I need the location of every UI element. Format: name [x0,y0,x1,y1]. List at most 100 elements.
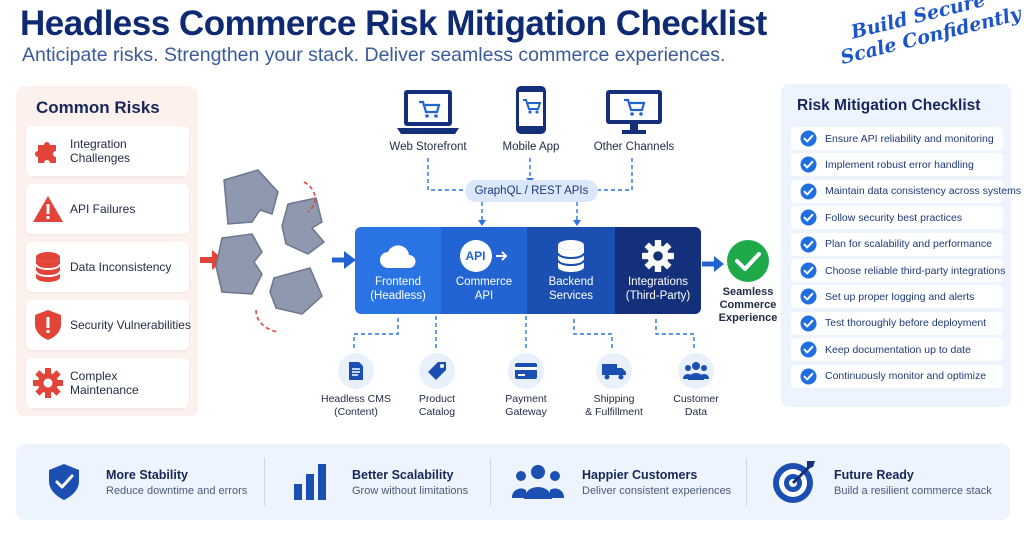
check-circle-icon [791,183,825,200]
checklist-item: Maintain data consistency across systems [791,179,1021,203]
service-line-1: Payment [505,393,547,405]
checklist-item-label: Implement robust error handling [825,158,974,171]
shield-alert-icon [26,300,70,350]
checklist-item-label: Ensure API reliability and monitoring [825,132,994,145]
outcome-arrow-and-check [702,240,769,282]
block-line-2: Services [548,289,594,302]
benefit-title: Better Scalability [352,467,454,482]
risk-label: Integration Challenges [70,136,131,165]
block-commerce-api: API Commerce API [441,227,527,314]
database-icon [556,238,586,274]
benefit-divider [264,458,265,506]
risk-label: Security Vulnerabilities [70,317,191,332]
benefit-title: Future Ready [834,467,914,482]
block-frontend-headless: Frontend (Headless) [355,227,441,314]
checklist-title: Risk Mitigation Checklist [797,97,981,114]
service-line-1: Customer [673,393,719,405]
service-connectors [353,316,695,348]
common-risks-panel: Common Risks Integration Challenges API … [16,86,198,416]
benefit-title: More Stability [106,467,188,482]
gear-icon [641,238,675,274]
users-icon [510,464,566,500]
channel-other-channels: Other Channels [592,88,676,153]
checklist-item: Test thoroughly before deployment [791,311,1003,335]
puzzle-icon [26,126,70,176]
block-integrations-third-party: Integrations (Third-Party) [615,227,701,314]
benefit-divider [490,458,491,506]
benefit-subtitle: Reduce downtime and errors [106,484,248,497]
gear-icon [26,358,70,408]
benefit-divider [746,458,747,506]
shield-check-icon [36,463,92,501]
monitor-cart-icon [592,88,676,139]
card-icon [508,353,544,389]
service-headless-cms: Headless CMS (Content) [316,353,396,418]
service-line-2: Gateway [505,405,547,418]
check-circle-icon [791,288,825,305]
check-circle-icon [791,156,825,173]
checklist-item: Set up proper logging and alerts [791,285,1003,309]
service-line-2: (Content) [334,405,378,418]
benefit-subtitle: Deliver consistent experiences [582,484,732,497]
check-circle-icon [791,341,825,358]
check-circle-icon [791,130,825,147]
service-payment-gateway: Payment Gateway [486,353,566,418]
api-badge: API [459,239,492,272]
tagline: Build Secure Scale Confidently [833,0,1023,70]
checklist-item: Ensure API reliability and monitoring [791,127,1003,150]
channel-label: Other Channels [593,141,675,153]
phone-cart-icon [495,84,567,139]
service-line-2: Catalog [418,405,456,418]
benefit-title: Happier Customers [582,467,698,482]
service-line-1: Shipping [593,393,635,405]
bar-chart-icon [282,462,338,502]
service-line-1: Product [418,393,456,405]
broken-puzzle-illustration [200,169,356,333]
checklist-item-label: Continuously monitor and optimize [825,370,987,383]
risk-complex-maintenance: Complex Maintenance [26,358,189,408]
block-line-2: API [474,289,494,302]
checklist-item: Follow security best practices [791,206,1003,230]
channel-label: Web Storefront [389,141,467,153]
success-check-icon [727,240,769,282]
checklist-item: Plan for scalability and performance [791,232,1003,256]
block-line-1: Backend [548,275,594,288]
benefit-better-scalability: Better Scalability Grow without limitati… [282,444,468,520]
document-icon [338,353,374,389]
laptop-cart-icon [388,88,468,139]
risk-mitigation-checklist-panel: Risk Mitigation Checklist Ensure API rel… [781,84,1021,407]
tag-icon [419,353,455,389]
block-line-1: Commerce [455,275,513,288]
block-line-2: (Headless) [370,289,426,302]
warning-icon [26,184,70,234]
cloud-icon [378,238,418,274]
service-line-1: Headless CMS [320,393,392,405]
benefit-more-stability: More Stability Reduce downtime and error… [36,444,247,520]
checklist-item-label: Maintain data consistency across systems [825,185,1022,198]
check-circle-icon [791,315,825,332]
benefits-bar: More Stability Reduce downtime and error… [16,444,1010,520]
channel-web-storefront: Web Storefront [388,88,468,153]
outcome-line-1: Seamless [722,286,774,298]
checklist-item: Continuously monitor and optimize [791,364,1003,388]
service-line-2: & Fulfillment [585,405,643,418]
api-icon: API [459,238,509,274]
checklist-item-label: Set up proper logging and alerts [825,290,975,303]
checklist-item-label: Keep documentation up to date [825,343,971,356]
risk-label: Data Inconsistency [70,259,172,274]
risk-data-inconsistency: Data Inconsistency [26,242,189,292]
checklist-item-label: Plan for scalability and performance [825,238,992,251]
risk-api-failures: API Failures [26,184,189,234]
risk-label: API Failures [70,201,136,216]
check-circle-icon [791,209,825,226]
service-customer-data: Customer Data [656,353,736,418]
target-icon [766,459,822,505]
page-subtitle: Anticipate risks. Strengthen your stack.… [22,44,726,66]
benefit-subtitle: Grow without limitations [352,484,469,497]
database-icon [26,242,70,292]
checklist-item: Keep documentation up to date [791,338,1003,362]
seamless-commerce-experience: Seamless Commerce Experience [716,286,780,326]
checklist-item-label: Test thoroughly before deployment [825,317,987,330]
outcome-line-3: Experience [718,312,778,325]
block-line-2: (Third-Party) [625,289,691,302]
